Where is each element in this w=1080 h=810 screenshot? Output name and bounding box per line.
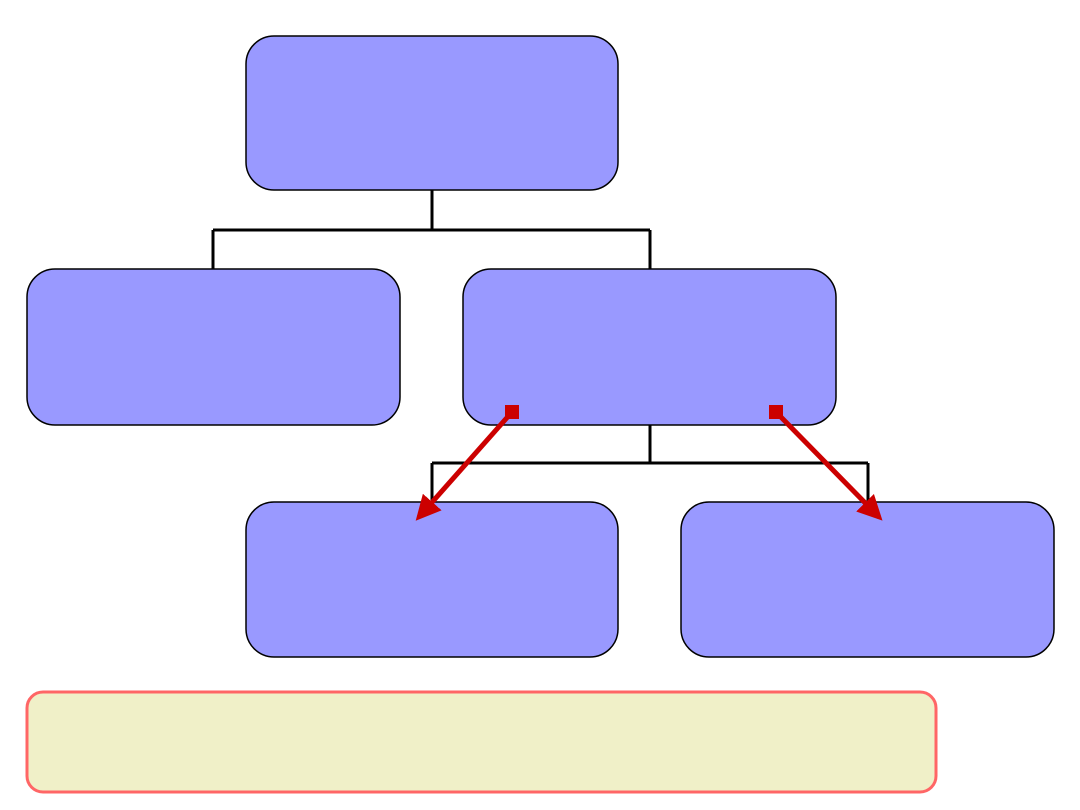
connector-right-to-grandchildren	[430, 425, 870, 502]
connector-root-to-children	[211, 190, 652, 269]
node-root	[245, 35, 619, 191]
arrow-anchor-square-right	[769, 405, 783, 419]
red-arrows	[415, 405, 883, 521]
node-grandchild-left	[245, 501, 619, 658]
arrow-to-grandchild-right	[769, 405, 883, 521]
arrow-to-grandchild-left	[415, 405, 519, 521]
note-box	[25, 690, 938, 794]
tree-nodes	[26, 35, 1055, 658]
tree-connectors	[211, 190, 870, 502]
node-grandchild-right	[680, 501, 1055, 658]
node-left-child	[26, 268, 401, 426]
node-right-child	[462, 268, 837, 426]
arrow-anchor-square-left	[505, 405, 519, 419]
